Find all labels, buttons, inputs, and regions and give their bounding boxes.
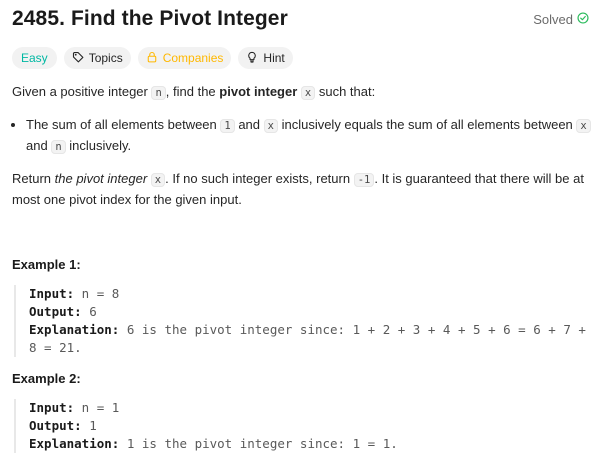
hint-button[interactable]: Hint bbox=[238, 47, 293, 69]
inline-code: 1 bbox=[220, 119, 235, 133]
inline-code: x bbox=[300, 86, 316, 100]
problem-header: 2485. Find the Pivot Integer Solved bbox=[12, 0, 593, 38]
inline-code: n bbox=[51, 140, 66, 154]
inline-code: x bbox=[263, 119, 278, 133]
condition-item: The sum of all elements between 1 and x … bbox=[26, 115, 593, 157]
difficulty-badge: Easy bbox=[12, 47, 57, 69]
example-1-title: Example 1: bbox=[12, 257, 81, 272]
lightbulb-icon bbox=[246, 51, 258, 66]
inline-code: n bbox=[151, 86, 166, 100]
companies-button[interactable]: Companies bbox=[137, 47, 232, 69]
topics-label: Topics bbox=[88, 51, 123, 65]
statement-paragraph-1: Given a positive integer n, find the piv… bbox=[12, 84, 376, 100]
check-circle-icon bbox=[577, 11, 589, 27]
tag-icon bbox=[72, 51, 84, 66]
tag-row: Easy Topics Companies Hint bbox=[12, 47, 593, 69]
problem-title[interactable]: 2485. Find the Pivot Integer bbox=[12, 7, 288, 30]
problem-statement: Given a positive integer n, find the piv… bbox=[12, 82, 593, 209]
lock-icon bbox=[146, 51, 158, 66]
solved-status: Solved bbox=[533, 12, 589, 27]
inline-code: x bbox=[150, 173, 166, 187]
inline-code: -1 bbox=[353, 173, 375, 187]
example-2-block: Input: n = 1 Output: 1 Explanation: 1 is… bbox=[14, 399, 593, 453]
condition-list: The sum of all elements between 1 and x … bbox=[12, 115, 593, 157]
example-1-block: Input: n = 8 Output: 6 Explanation: 6 is… bbox=[14, 285, 593, 357]
statement-paragraph-2: Return the pivot integer x. If no such i… bbox=[12, 171, 584, 207]
hint-label: Hint bbox=[263, 51, 285, 65]
topics-button[interactable]: Topics bbox=[63, 47, 131, 69]
inline-code: x bbox=[576, 119, 591, 133]
solved-label: Solved bbox=[533, 11, 573, 27]
companies-label: Companies bbox=[162, 51, 224, 65]
example-2-title: Example 2: bbox=[12, 371, 81, 386]
